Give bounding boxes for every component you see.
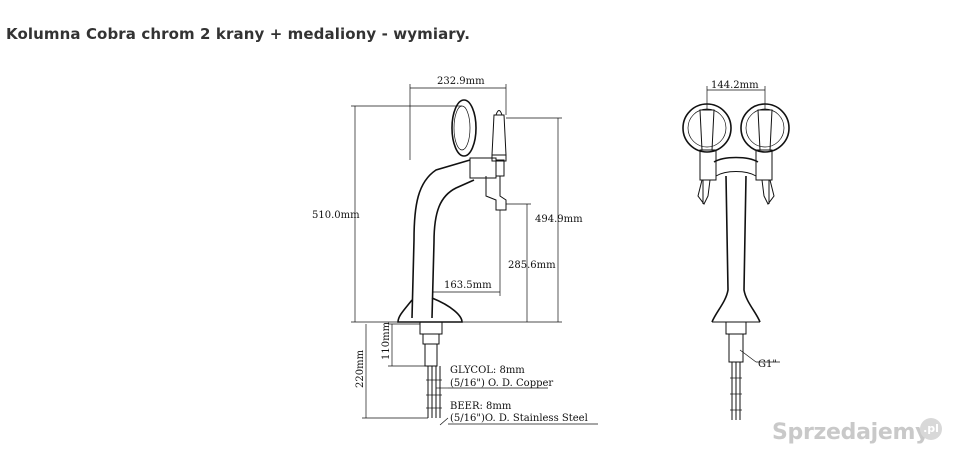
dim-spout-height: 494.9mm [535,214,583,225]
watermark-badge: .pl [920,418,942,440]
note-beer: BEER: 8mm [450,401,512,412]
watermark-logo: Sprzedajemy [772,420,930,445]
note-thread: G1" [758,359,777,370]
note-glycol-tube: (5/16") O. D. Copper [450,378,553,389]
note-glycol: GLYCOL: 8mm [450,365,525,376]
dim-top-width: 232.9mm [437,76,485,87]
dim-shank-110: 110mm [381,321,392,360]
dim-shank-220: 220mm [355,349,366,388]
page-title: Kolumna Cobra chrom 2 krany + medaliony … [6,25,471,43]
dim-total-height: 510.0mm [312,210,360,221]
side-view: 232.9mm 510.0mm 494.9mm 285.6mm 163.5mm … [312,76,598,426]
front-view: 144.2mm G1" [682,80,790,420]
note-beer-tube: (5/16")O. D. Stainless Steel [450,413,588,424]
dim-tap-height: 285.6mm [508,260,556,271]
dim-front-width: 144.2mm [711,80,759,91]
dim-tap-reach: 163.5mm [444,280,492,291]
